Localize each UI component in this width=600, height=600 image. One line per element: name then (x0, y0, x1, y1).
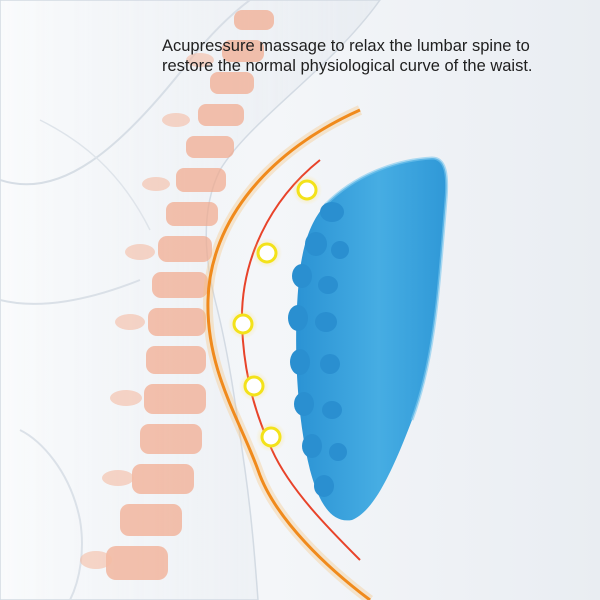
acupoint-marker-icon (252, 238, 282, 268)
acupoint-markers (228, 175, 322, 452)
spine-processes (80, 53, 214, 569)
caption-line-1: Acupressure massage to relax the lumbar … (162, 37, 530, 55)
acupoint-marker-icon (256, 422, 286, 452)
acupoint-marker-icon (228, 309, 258, 339)
lumbar-massage-pillow (288, 156, 449, 521)
acupoint-marker-icon (292, 175, 322, 205)
spine-vertebrae (106, 10, 274, 580)
acupoint-marker-icon (239, 371, 269, 401)
body-silhouette (0, 0, 381, 600)
pillow-massage-nubs (288, 202, 349, 497)
product-caption: Acupressure massage to relax the lumbar … (162, 36, 592, 76)
caption-line-2: restore the normal physiological curve o… (162, 57, 533, 75)
